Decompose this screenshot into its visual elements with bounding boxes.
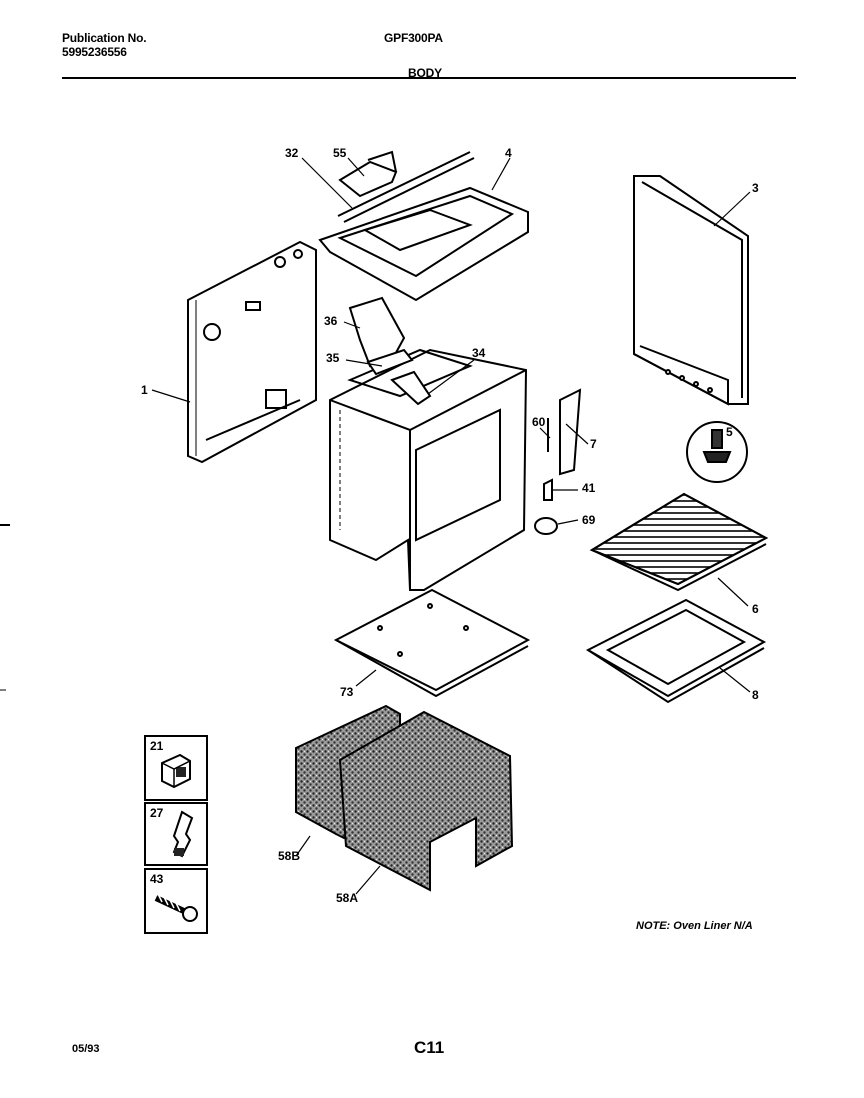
callout-55: 55 <box>333 146 347 160</box>
clip-icon <box>161 753 191 789</box>
vent-duct-part <box>348 296 414 376</box>
inset-label: 43 <box>150 872 164 886</box>
callout-34: 34 <box>472 346 486 360</box>
inset-label: 27 <box>150 806 164 820</box>
broiler-pan-part <box>585 598 767 704</box>
screw-icon <box>154 893 198 922</box>
door-panel-part <box>633 175 749 406</box>
inset-part-43: 43 <box>144 868 208 934</box>
callout-4: 4 <box>505 146 512 160</box>
callout-58A: 58A <box>336 891 359 905</box>
publication-number: 5995236556 <box>62 45 127 59</box>
bottom-panel-part <box>333 588 531 698</box>
side-panel-part <box>187 240 317 464</box>
callout-3: 3 <box>752 181 759 195</box>
top-frame-part <box>318 150 529 302</box>
small-parts-group <box>534 388 582 535</box>
oven-body-part <box>329 348 528 591</box>
callout-60: 60 <box>532 415 546 429</box>
callout-1: 1 <box>141 383 148 397</box>
oven-liner-note: NOTE: Oven Liner N/A <box>636 920 753 932</box>
callout-69: 69 <box>582 513 596 527</box>
bracket-icon <box>172 810 194 858</box>
callout-5: 5 <box>726 425 733 439</box>
callout-7: 7 <box>590 437 597 451</box>
callout-8: 8 <box>752 688 759 702</box>
callout-35: 35 <box>326 351 340 365</box>
inset-part-21: 21 <box>144 735 208 801</box>
callout-73: 73 <box>340 685 354 699</box>
section-title: BODY <box>408 66 442 80</box>
callout-36: 36 <box>324 314 338 328</box>
model-number: GPF300PA <box>384 31 443 45</box>
callout-41: 41 <box>582 481 596 495</box>
oven-rack-part <box>589 492 769 592</box>
insulation-part <box>295 704 514 892</box>
inset-label: 21 <box>150 739 164 753</box>
leveling-leg-part <box>686 421 748 483</box>
leader-lines <box>151 157 751 895</box>
footer-date: 05/93 <box>72 1043 100 1055</box>
callout-32: 32 <box>285 146 299 160</box>
callout-6: 6 <box>752 602 759 616</box>
page-code: C11 <box>414 1038 445 1057</box>
publication-label: Publication No. <box>62 31 147 45</box>
callout-58B: 58B <box>278 849 301 863</box>
inset-part-27: 27 <box>144 802 208 866</box>
